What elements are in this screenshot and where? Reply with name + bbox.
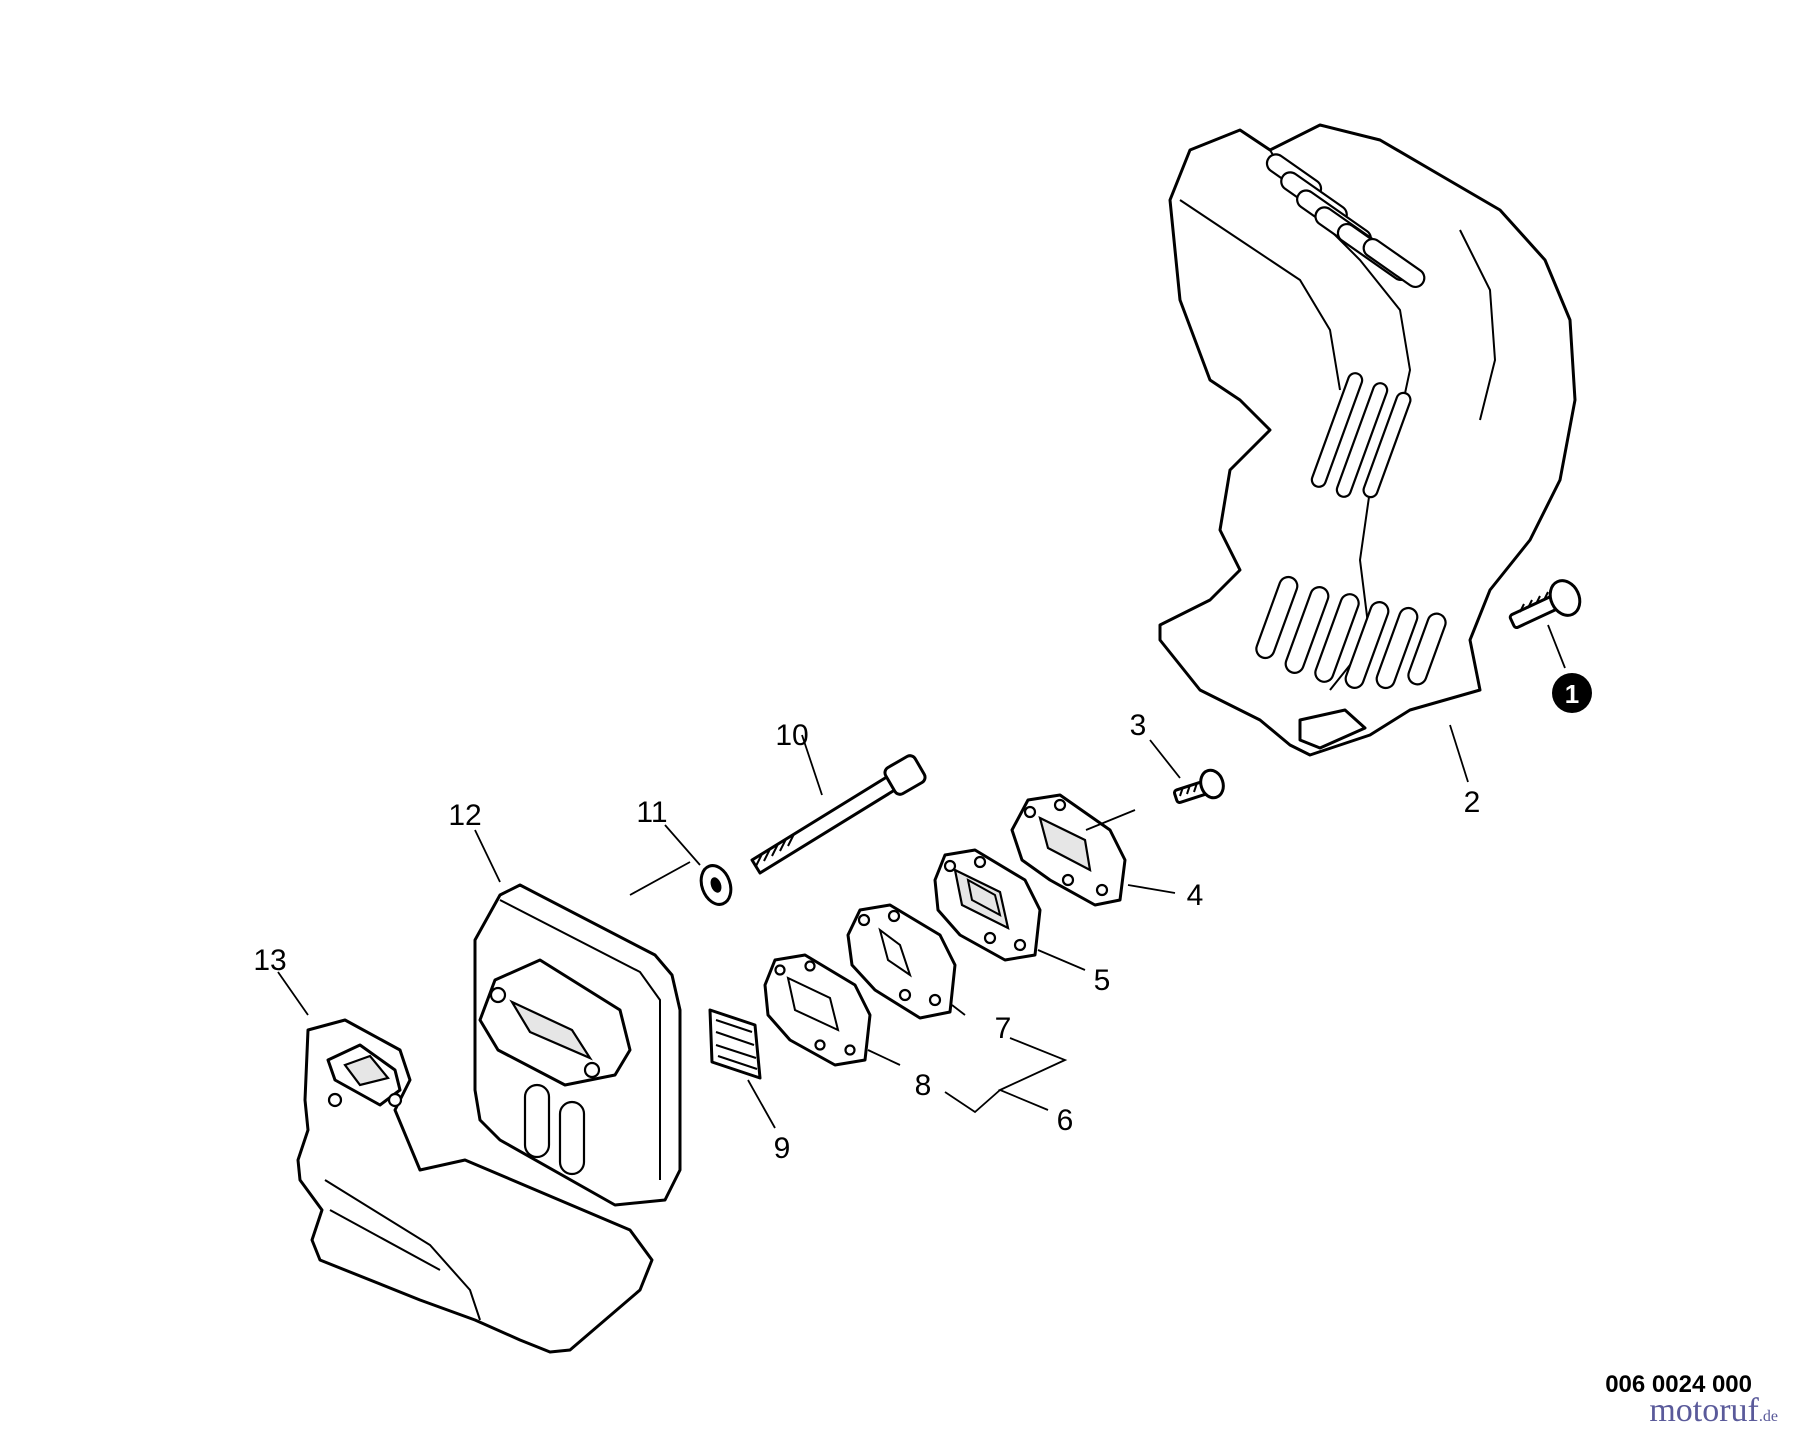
- callout-11: 11: [636, 796, 667, 829]
- leader-lines: [277, 724, 1469, 1129]
- callout-4: 4: [1187, 879, 1204, 912]
- muffler-12: [473, 883, 682, 1207]
- callout-13: 13: [253, 944, 286, 977]
- callout-10: 10: [775, 719, 808, 752]
- shroud-side-vents: [1310, 372, 1412, 499]
- plate-7: [846, 903, 957, 1020]
- callout-1: 1: [1565, 679, 1579, 709]
- watermark-tld: .de: [1758, 1408, 1778, 1425]
- long-bolt-10: [750, 754, 927, 875]
- shroud-bolt: [1508, 579, 1582, 630]
- callout-2: 2: [1464, 786, 1481, 819]
- watermark-brand: motoruf: [1649, 1392, 1759, 1429]
- callout-7: 7: [995, 1012, 1012, 1045]
- callout-6: 6: [1057, 1104, 1074, 1137]
- callout-8: 8: [915, 1069, 932, 1102]
- callout-12: 12: [448, 799, 481, 832]
- shroud-bottom-vents: [1255, 575, 1447, 690]
- callout-1-badge: [1552, 673, 1592, 713]
- screen-9: [708, 1008, 762, 1080]
- flange-4: [1010, 793, 1127, 907]
- gasket-5: [933, 848, 1042, 962]
- reference-number: 006 0024 000: [1605, 1371, 1752, 1398]
- washer-11: [699, 864, 733, 906]
- callout-3: 3: [1130, 709, 1147, 742]
- callout-9: 9: [774, 1132, 791, 1165]
- muffler-shroud: [1158, 123, 1577, 757]
- shroud-top-vents: [1265, 153, 1426, 289]
- gasket-8: [763, 953, 872, 1067]
- bolt-3: [1172, 768, 1225, 804]
- callout-5: 5: [1094, 964, 1111, 997]
- watermark-logo: motoruf.de: [1649, 1392, 1778, 1430]
- heat-shield-13: [296, 1018, 654, 1354]
